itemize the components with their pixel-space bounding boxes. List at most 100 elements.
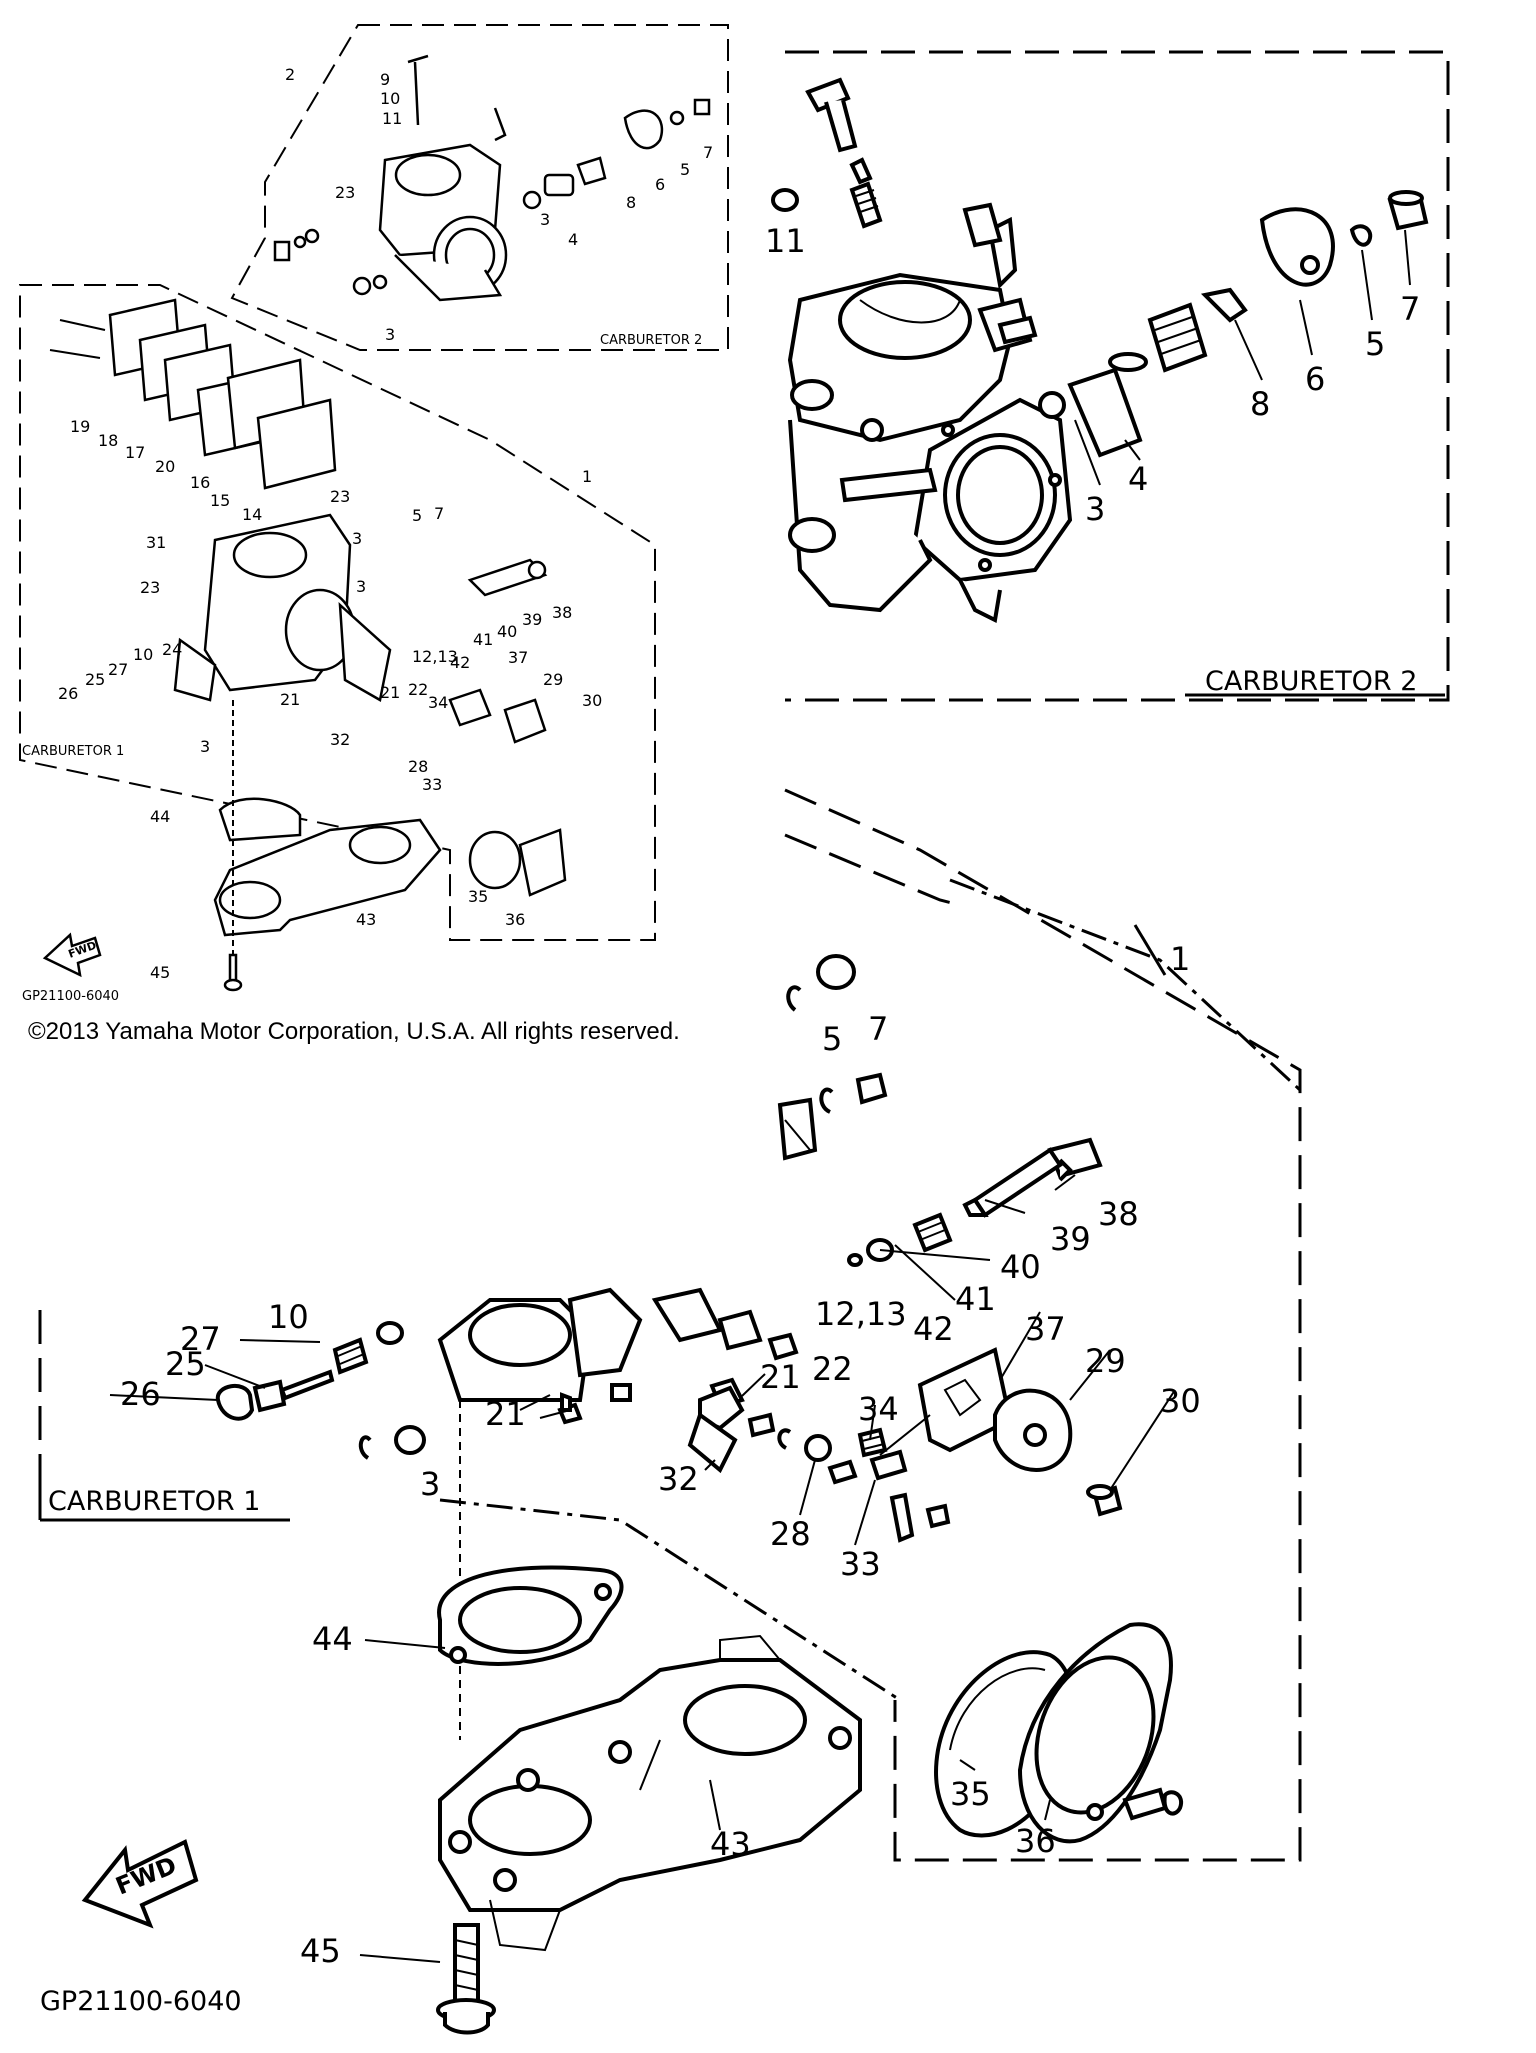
overview-callout: 36 <box>505 910 525 929</box>
overview-callouts: 2 9 10 11 23 3 3 4 8 6 5 7 19 18 17 20 1… <box>58 65 713 982</box>
overview-callout: 19 <box>70 417 90 436</box>
detail-carb1-callout: 7 <box>868 1010 888 1048</box>
overview-callout: 34 <box>428 693 448 712</box>
detail-carb1-callout: 25 <box>165 1345 206 1383</box>
overview-callout: 3 <box>352 529 362 548</box>
overview-callout: 21 <box>380 683 400 702</box>
copyright-notice: ©2013 Yamaha Motor Corporation, U.S.A. A… <box>28 1018 680 1045</box>
overview-callout: 44 <box>150 807 170 826</box>
overview-callout: 35 <box>468 887 488 906</box>
detail-carb1-callout: 39 <box>1050 1220 1091 1258</box>
detail-carb1-callout: 5 <box>822 1020 842 1058</box>
overview-callout: 5 <box>680 160 690 179</box>
detail-carb1-label: CARBURETOR 1 <box>48 1486 260 1517</box>
overview-callout: 12,13 <box>412 647 458 666</box>
detail-carb1-callout: 26 <box>120 1375 161 1413</box>
overview-callout: 27 <box>108 660 128 679</box>
overview-carb2-label: CARBURETOR 2 <box>600 333 702 348</box>
detail-carb1-callout: 36 <box>1015 1822 1056 1860</box>
overview-callout: 31 <box>146 533 166 552</box>
detail-carb1-callout: 22 <box>812 1350 853 1388</box>
detail-carb1-callout: 41 <box>955 1280 996 1318</box>
overview-callout: 21 <box>280 690 300 709</box>
overview-callout: 6 <box>655 175 665 194</box>
overview-callout: 2 <box>285 65 295 84</box>
detail-manifold <box>438 1634 862 1952</box>
overview-callout: 15 <box>210 491 230 510</box>
detail-code: GP21100-6040 <box>40 1986 242 2017</box>
overview-callout: 10 <box>380 89 400 108</box>
detail-carb1-callout: 35 <box>950 1775 991 1813</box>
detail-carb1-callout: 30 <box>1160 1382 1201 1420</box>
overview-callout: 11 <box>382 109 402 128</box>
overview-callout: 5 <box>412 506 422 525</box>
overview-callout: 32 <box>330 730 350 749</box>
overview-callout: 23 <box>335 183 355 202</box>
overview-callout: 24 <box>162 640 182 659</box>
detail-carb2-callout: 6 <box>1305 360 1325 398</box>
detail-carb1-callout: 32 <box>658 1460 699 1498</box>
overview-callout: 16 <box>190 473 210 492</box>
overview-callout: 41 <box>473 630 493 649</box>
overview-callout: 39 <box>522 610 542 629</box>
overview-manifold <box>213 797 567 937</box>
overview-callout: 43 <box>356 910 376 929</box>
detail-carb1-callout: 43 <box>710 1825 751 1863</box>
detail-carb1: 1 CARBURETOR 1 <box>38 788 1302 2035</box>
detail-carb1-callout: 28 <box>770 1515 811 1553</box>
detail-carb1-callout: 45 <box>300 1932 341 1970</box>
detail-carb1-callout: 33 <box>840 1545 881 1583</box>
overview-callout: 14 <box>242 505 262 524</box>
detail-carb2: CARBURETOR 2 <box>765 50 1450 702</box>
detail-carb2-leaders <box>1074 229 1411 486</box>
detail-carb1-callouts: 5 7 38 39 40 41 42 12,13 37 29 30 10 27 … <box>120 1010 1201 1970</box>
overview-callout: 28 <box>408 757 428 776</box>
overview-callout: 38 <box>552 603 572 622</box>
detail-carb1-callout: 3 <box>420 1465 440 1503</box>
overview-callout: 23 <box>140 578 160 597</box>
overview-callout: 26 <box>58 684 78 703</box>
overview-callout: 18 <box>98 431 118 450</box>
detail-carb1-callout: 12,13 <box>815 1295 907 1333</box>
overview-callout: 33 <box>422 775 442 794</box>
detail-carb1-callout: 1 <box>1170 940 1190 978</box>
detail-carb2-callouts: 11 3 4 8 6 5 7 <box>765 222 1420 528</box>
detail-carb1-callout: 21 <box>485 1395 526 1433</box>
overview-callout: 1 <box>582 467 592 486</box>
detail-carb1-callout: 21 <box>760 1358 801 1396</box>
detail-carb2-callout: 5 <box>1365 325 1385 363</box>
overview-gasket-stack <box>49 298 337 490</box>
overview-fwd-arrow: FWD <box>42 932 102 978</box>
overview-diagram: CARBURETOR 2 CARBURETOR 1 <box>19 24 729 1004</box>
overview-carb2-body <box>273 54 711 302</box>
detail-carb2-label: CARBURETOR 2 <box>1205 666 1417 697</box>
overview-callout: 25 <box>85 670 105 689</box>
overview-carb1-body <box>173 513 548 744</box>
overview-carb1-label: CARBURETOR 1 <box>22 744 124 759</box>
overview-callout: 7 <box>703 143 713 162</box>
overview-callout: 10 <box>133 645 153 664</box>
overview-callout: 3 <box>540 210 550 229</box>
detail-carb2-callout: 11 <box>765 222 806 260</box>
detail-carb1-callout: 42 <box>913 1310 954 1348</box>
overview-callout: 3 <box>200 737 210 756</box>
overview-code: GP21100-6040 <box>22 989 119 1004</box>
detail-carb1-leaders <box>109 1174 1176 1963</box>
overview-callout: 42 <box>450 653 470 672</box>
detail-carb2-callout: 7 <box>1400 290 1420 328</box>
overview-callout: 37 <box>508 648 528 667</box>
detail-carb2-callout: 8 <box>1250 385 1270 423</box>
detail-fwd-arrow: FWD <box>81 1839 199 1929</box>
overview-callout: 20 <box>155 457 175 476</box>
overview-callout: 17 <box>125 443 145 462</box>
overview-callout: 8 <box>626 193 636 212</box>
detail-carb1-callout: 34 <box>858 1390 899 1428</box>
overview-callout: 30 <box>582 691 602 710</box>
detail-carb2-callout: 4 <box>1128 460 1148 498</box>
overview-callout: 9 <box>380 70 390 89</box>
detail-carb1-callout: 27 <box>180 1320 221 1358</box>
overview-callout: 22 <box>408 680 428 699</box>
detail-carb1-callout: 38 <box>1098 1195 1139 1233</box>
